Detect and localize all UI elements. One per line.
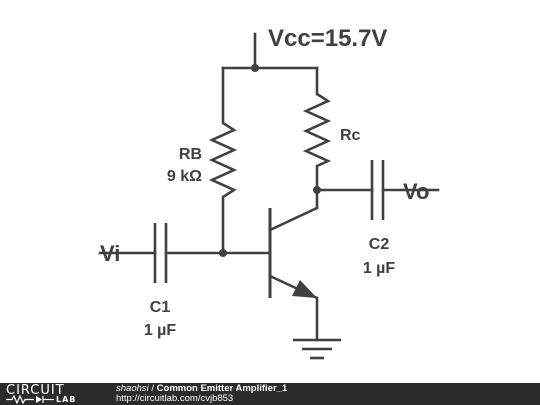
circuit-title[interactable]: Common Emitter Amplifier_1 [156,383,288,394]
c2-label: C2 [369,236,390,253]
vo-label: Vo [403,179,429,204]
c2-value: 1 µF [363,260,396,277]
vi-label: Vi [100,241,120,266]
author-name[interactable]: shaohsi [116,383,149,394]
circuit-url[interactable]: http://circuitlab.com/cvjb853 [116,393,234,404]
rc-label: Rc [340,127,361,144]
footer-bar: CIRCUIT LAB shaohsi / Common Emitter Amp… [0,383,540,405]
c1-value: 1 µF [144,322,177,339]
base-junction-dot [219,249,227,257]
vcc-junction-dot [251,64,259,72]
rb-label: RB [179,146,202,163]
rb-value: 9 kΩ [167,168,202,185]
emitter-arrow-icon [292,280,317,298]
circuitlab-logo[interactable]: CIRCUIT LAB [6,383,98,404]
credit-separator: / [148,383,157,394]
c1-label: C1 [150,299,171,316]
credit-line: shaohsi / Common Emitter Amplifier_1 [116,384,287,394]
vcc-label: Vcc=15.7V [268,25,387,52]
rb-resistor [208,121,238,199]
logo-text-top: CIRCUIT [6,383,65,398]
circuit-credit: shaohsi / Common Emitter Amplifier_1 htt… [116,384,287,404]
logo-text-bottom: LAB [56,395,77,404]
ground-icon [293,338,341,360]
logo-circuit-symbol-icon [6,395,54,404]
transistor-collector [269,206,318,232]
circuit-schematic: Vcc=15.7V Rc RB 9 kΩ Vi Vo C1 1 µF C2 1 … [98,25,440,360]
rc-resistor [302,92,332,168]
